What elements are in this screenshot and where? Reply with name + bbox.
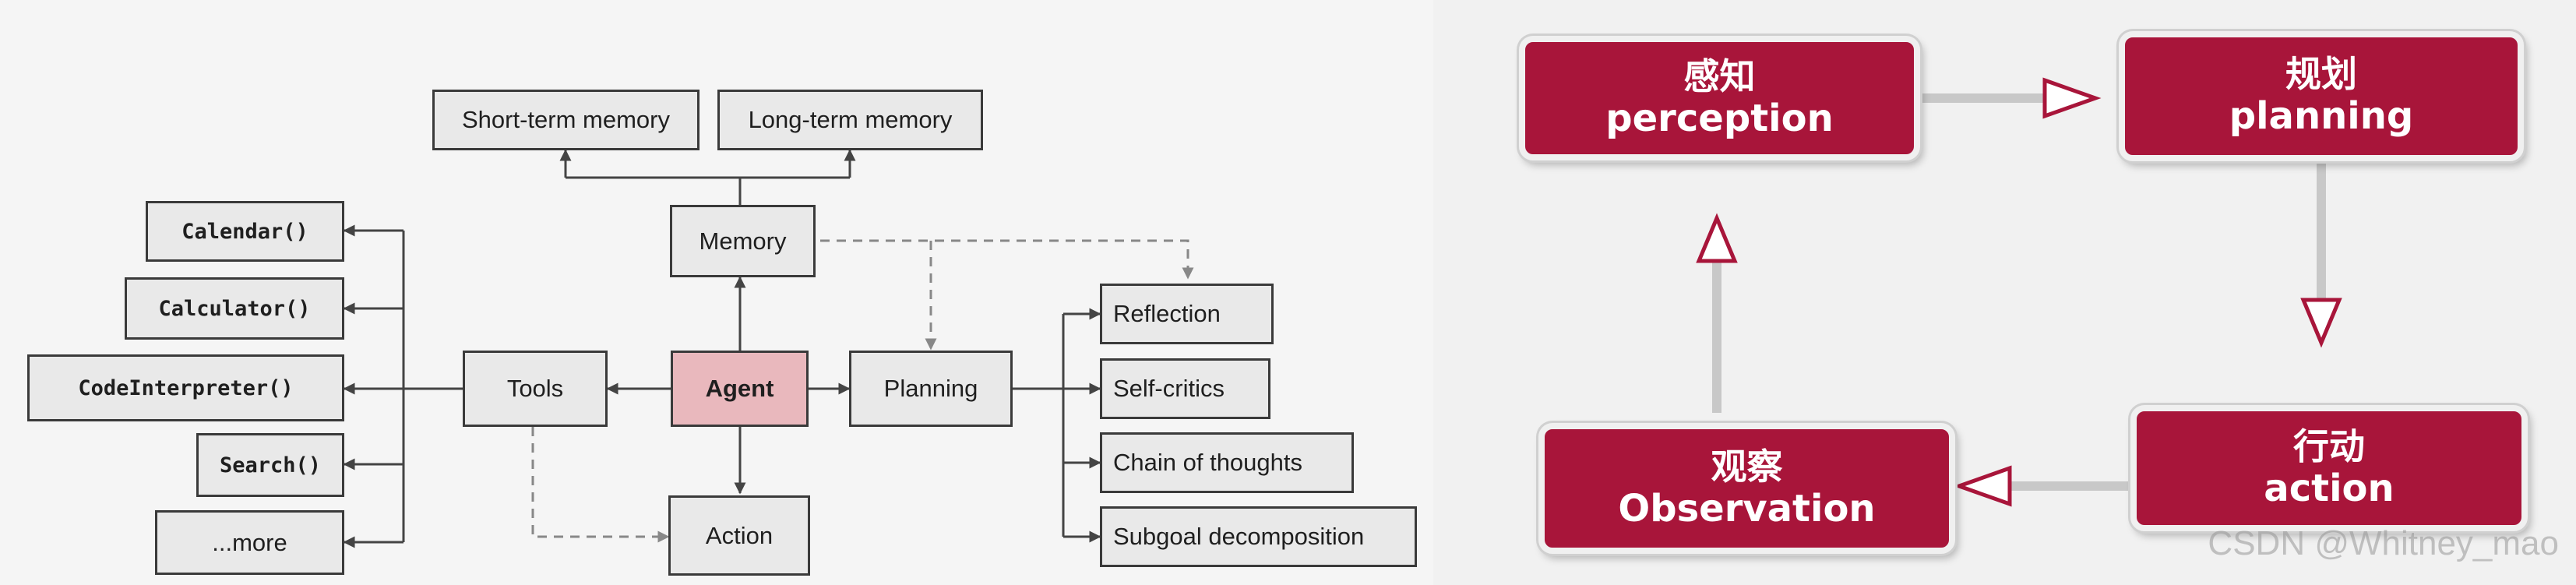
observation-en: Observation bbox=[1618, 486, 1876, 530]
agent-box: Agent bbox=[671, 351, 809, 427]
observation-zh: 观察 bbox=[1711, 445, 1783, 488]
watermark: CSDN @Whitney_mao bbox=[2208, 524, 2559, 562]
arrow-action-observation-head bbox=[1953, 465, 2012, 507]
planning-chain-of-thoughts: Chain of thoughts bbox=[1100, 432, 1354, 493]
tool-calculator: Calculator() bbox=[125, 277, 344, 340]
planning-self-critics: Self-critics bbox=[1100, 358, 1270, 419]
action-loop-box: 行动 action bbox=[2130, 405, 2528, 531]
action-box: Action bbox=[668, 495, 810, 576]
perception-zh: 感知 bbox=[1683, 55, 1756, 97]
perception-box: 感知 perception bbox=[1519, 36, 1920, 160]
planning-en: planning bbox=[2229, 94, 2414, 139]
dashed-memory-reflection bbox=[820, 239, 1194, 280]
action-en: action bbox=[2264, 466, 2395, 510]
short-term-memory-box: Short-term memory bbox=[432, 90, 700, 150]
arrow-planning-action-head bbox=[2300, 298, 2342, 348]
tool-codeinterpreter: CodeInterpreter() bbox=[27, 354, 344, 421]
observation-box: 观察 Observation bbox=[1538, 423, 1955, 554]
planning-loop-box: 规划 planning bbox=[2119, 31, 2524, 161]
tool-calendar: Calendar() bbox=[146, 201, 344, 262]
planning-zh: 规划 bbox=[2285, 53, 2357, 96]
memory-box: Memory bbox=[670, 205, 816, 277]
tool-search: Search() bbox=[196, 433, 344, 497]
tool-more: ...more bbox=[155, 510, 344, 575]
loop-arrows bbox=[1696, 77, 2342, 507]
planning-subgoal-decomposition: Subgoal decomposition bbox=[1100, 506, 1417, 567]
arrow-observation-perception-head bbox=[1696, 213, 1738, 263]
planning-reflection: Reflection bbox=[1100, 284, 1274, 344]
dashed-tools-action bbox=[531, 427, 670, 543]
tools-box: Tools bbox=[463, 351, 608, 427]
action-zh: 行动 bbox=[2293, 425, 2365, 467]
long-term-memory-box: Long-term memory bbox=[717, 90, 983, 150]
arrow-perception-planning-head bbox=[2042, 77, 2102, 119]
planning-box: Planning bbox=[849, 351, 1013, 427]
perception-en: perception bbox=[1605, 96, 1834, 140]
